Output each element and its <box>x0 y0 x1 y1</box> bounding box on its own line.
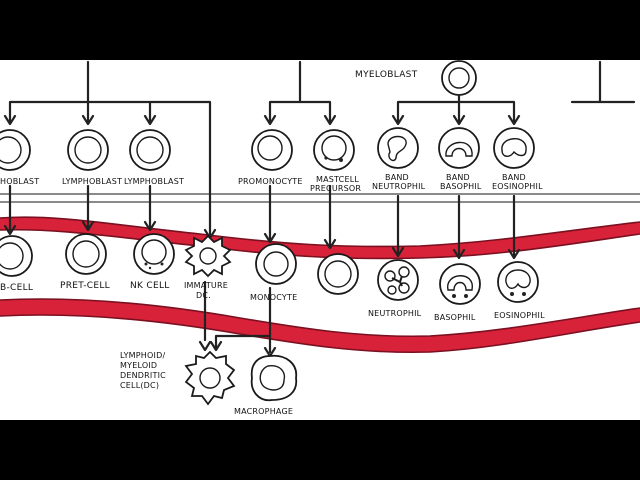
label-lymphoblast-1: LYMPHOBLAST <box>62 177 122 186</box>
label-nk-cell: NK CELL <box>130 281 170 291</box>
down-arrows <box>8 184 516 258</box>
lymphoblast-cell-left <box>0 129 31 171</box>
mastcell-precursor-cell <box>313 129 355 171</box>
label-immature-dc-1: IMMATURE <box>184 281 228 290</box>
lymphoblast-cell-right <box>129 129 171 171</box>
label-basophil: BASOPHIL <box>434 313 476 322</box>
label-neutrophil: NEUTROPHIL <box>368 309 422 318</box>
label-promonocyte: PROMONOCYTE <box>238 177 303 186</box>
label-lymphoblast-2: LYMPHOBLAST <box>124 177 184 186</box>
left-arrowheads <box>3 114 157 126</box>
vessel-wall-lower <box>0 298 640 353</box>
label-dc-2: MYELOID <box>120 361 157 370</box>
promono-arrowheads <box>263 114 337 126</box>
myeloblast-branch <box>396 94 516 124</box>
label-pre-t-cell: PRET-CELL <box>60 281 110 291</box>
right-branch <box>570 60 636 104</box>
label-dc-1: LYMPHOID/ <box>120 351 165 360</box>
label-eosinophil: EOSINOPHIL <box>494 311 545 320</box>
basophil-cell <box>439 263 481 305</box>
eosinophil-cell <box>497 261 539 303</box>
lymphoblast-cell-mid <box>67 129 109 171</box>
band-arrowheads <box>391 114 521 126</box>
immature-dc-cell <box>184 234 232 278</box>
label-immature-dc-2: DC. <box>196 291 211 300</box>
label-band-neutrophil-2: NEUTROPHIL <box>372 182 426 191</box>
promonocyte-cell <box>251 129 293 171</box>
mast-cell <box>317 253 359 295</box>
label-mastcell-2: PRECURSOR <box>310 184 361 193</box>
vessel-edge-d <box>0 314 640 354</box>
monocyte-cell <box>255 243 297 285</box>
label-dc-3: DENDRITIC <box>120 371 166 380</box>
label-b-cell: B-CELL <box>0 283 33 293</box>
myeloblast-cell <box>441 60 477 96</box>
label-monocyte: MONOCYTE <box>250 293 297 302</box>
nk-cell <box>133 233 175 275</box>
label-band-basophil-1: BAND <box>446 173 470 182</box>
b-cell <box>0 235 33 277</box>
label-band-eosinophil-2: EOSINOPHIL <box>492 182 543 191</box>
dc-macrophage-branch <box>203 280 272 350</box>
band-neutrophil-cell <box>377 127 419 169</box>
label-band-neutrophil-1: BAND <box>385 173 409 182</box>
dendritic-cell <box>184 350 236 406</box>
vessel-edge-c <box>0 298 640 338</box>
label-mastcell-1: MASTCELL <box>316 175 359 184</box>
band-eosinophil-cell <box>493 127 535 169</box>
vessel-wall-upper <box>0 217 640 259</box>
label-macrophage: MACROPHAGE <box>234 407 293 416</box>
label-dc-4: CELL(DC) <box>120 381 159 390</box>
macrophage-cell <box>250 354 298 402</box>
pre-t-cell <box>65 233 107 275</box>
lymphoid-branch <box>8 60 212 238</box>
label-band-eosinophil-1: BAND <box>502 173 526 182</box>
label-band-basophil-2: BASOPHIL <box>440 182 482 191</box>
label-lymphoblast-partial: HOBLAST <box>0 177 39 186</box>
label-myeloblast: MYELOBLAST <box>355 70 418 80</box>
neutrophil-cell <box>377 259 419 301</box>
band-basophil-cell <box>438 127 480 169</box>
myeloid-branch-left <box>268 60 332 124</box>
